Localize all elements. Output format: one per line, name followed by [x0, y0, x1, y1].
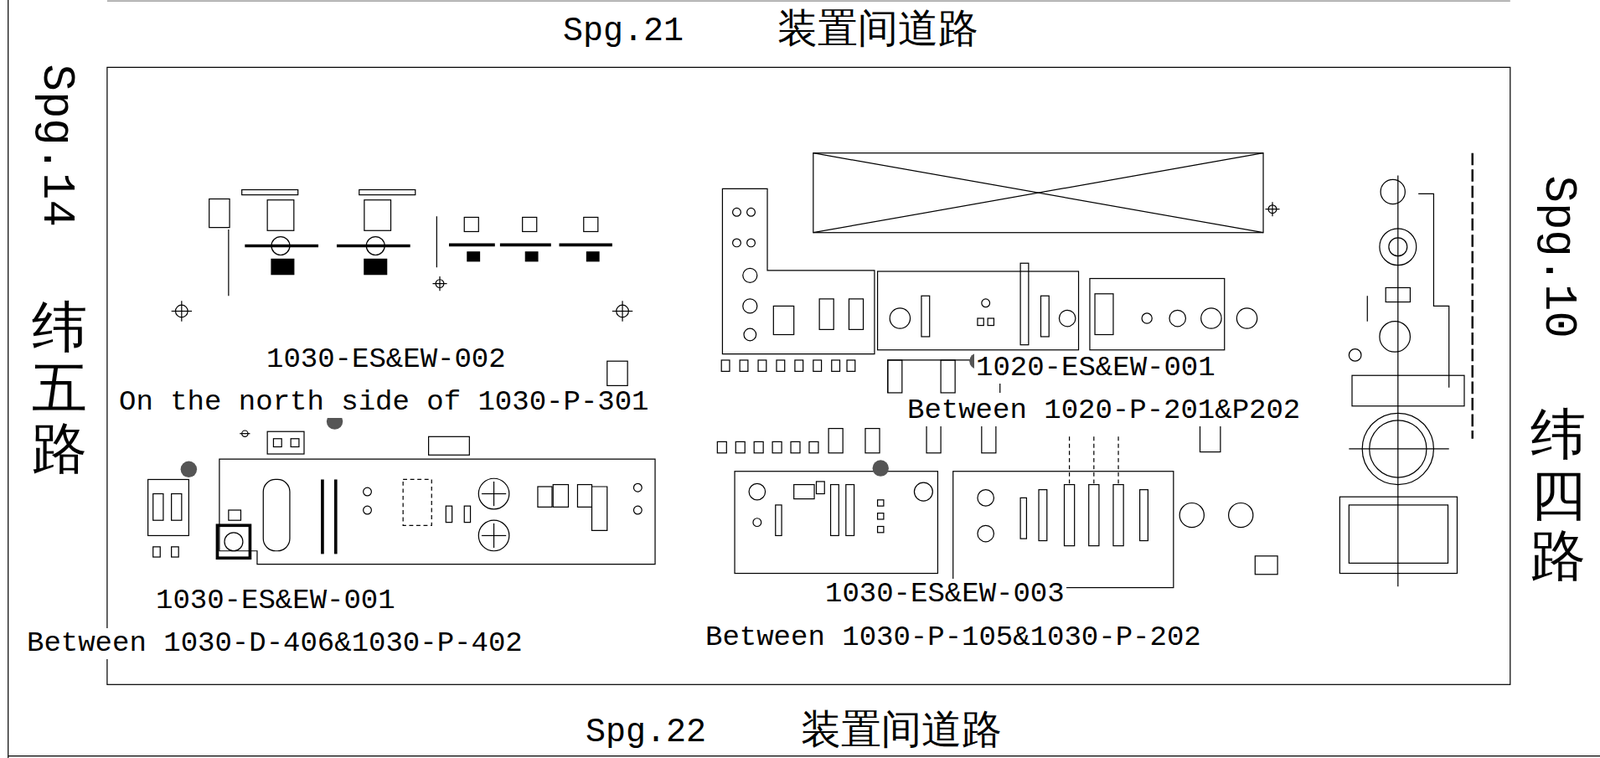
location-note: Between 1030-P-105&1030-P-202	[703, 622, 1203, 654]
station-tag: 1030-ES&EW-002	[264, 344, 508, 376]
road-name: 装置间道路	[799, 710, 1004, 755]
location-note: Between 1020-P-201&P202	[905, 395, 1302, 427]
location-note: Between 1030-D-406&1030-P-402	[25, 628, 525, 660]
station-tag: 1030-ES&EW-003	[823, 578, 1067, 610]
road-name: 纬四路	[1530, 407, 1586, 594]
location-note: On the north side of 1030-P-301	[117, 387, 651, 419]
road-name: 纬五路	[31, 299, 88, 486]
road-label: Spg.10	[1533, 173, 1584, 340]
station-tag: 1030-ES&EW-001	[154, 585, 398, 617]
station-tag: 1020-ES&EW-001	[974, 352, 1218, 384]
road-label: Spg.22	[583, 714, 708, 752]
road-name: 装置间道路	[775, 9, 981, 54]
road-label: Spg.21	[561, 13, 686, 51]
road-label: Spg.14	[31, 61, 82, 228]
